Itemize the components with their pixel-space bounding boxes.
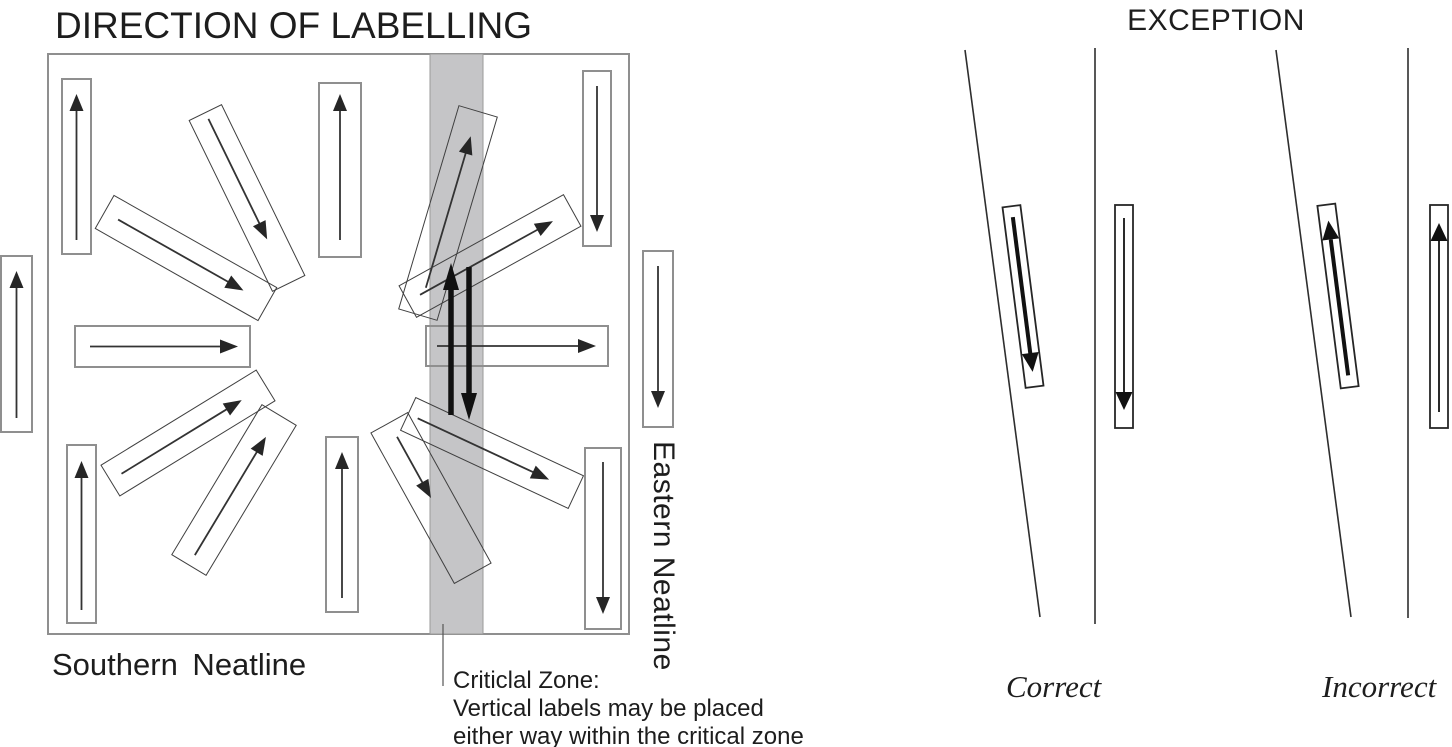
arrow-down-head <box>590 215 604 232</box>
correct-vertical-label-box <box>1114 204 1134 429</box>
horizontal-label-box-west <box>74 325 251 368</box>
page-title: DIRECTION OF LABELLING <box>55 5 532 46</box>
rotated-label-box-north-northwest <box>188 104 306 292</box>
critical-zone-stripe <box>429 53 484 635</box>
label-box-outline <box>188 104 306 292</box>
label-box-outline <box>74 325 251 368</box>
label-box-outline <box>1001 204 1045 389</box>
edge-label-box-east-outside <box>642 250 674 428</box>
rotated-label-box-south-southeast <box>370 411 492 585</box>
label-box-outline <box>370 411 492 585</box>
rotated-label-box-northwest <box>94 194 278 322</box>
vertical-label-box-south <box>325 436 359 613</box>
edge-label-box-northwest-corner <box>61 78 92 255</box>
arrow-shaft <box>1010 216 1033 355</box>
label-box-outline <box>171 404 297 576</box>
label-box-outline <box>318 82 362 258</box>
slanted-neatline-1 <box>964 49 1041 618</box>
label-box-outline <box>0 255 33 433</box>
arrow-shaft <box>1328 239 1351 376</box>
arrow-head <box>533 221 553 236</box>
arrow-head <box>252 220 268 240</box>
arrow-up-head <box>69 94 84 111</box>
edge-label-box-southeast-corner <box>584 447 622 630</box>
edge-label-box-west-outside <box>0 255 33 433</box>
critical-zone-up-arrow-icon <box>443 263 459 415</box>
critical-zone-note-line2: Vertical labels may be placed <box>453 695 764 722</box>
label-box-outline <box>66 444 97 624</box>
arrow-head <box>220 339 238 354</box>
rotated-label-box-southwest <box>100 369 276 497</box>
exception-title: EXCEPTION <box>1127 4 1305 37</box>
arrow-shaft <box>424 151 468 289</box>
critical-zone-note: Criticlal Zone: Vertical labels may be p… <box>453 667 804 747</box>
arrow-shaft <box>194 450 259 556</box>
critical-zone-down-arrow-icon <box>461 267 477 420</box>
incorrect-vertical-label-box <box>1429 204 1449 429</box>
arrow-down-head <box>1115 392 1133 410</box>
edge-label-box-southwest-corner <box>66 444 97 624</box>
incorrect-slanted-label-box <box>1316 202 1360 390</box>
arrow-down-head <box>1021 351 1039 372</box>
arrow-up-head <box>1322 220 1340 241</box>
arrow-shaft <box>419 228 540 296</box>
arrow-head <box>222 400 242 416</box>
arrow-up-head <box>335 452 349 469</box>
label-box-outline <box>94 194 278 322</box>
label-box-outline <box>61 78 92 255</box>
incorrect-label: Incorrect <box>1321 669 1438 704</box>
arrow-head <box>416 478 431 498</box>
arrow-down-head <box>461 393 477 420</box>
arrow-up-head <box>443 263 459 290</box>
critical-zone-note-line1: Criticlal Zone: <box>453 667 600 694</box>
vertical-label-box-north <box>318 82 362 258</box>
label-box-outline <box>1114 204 1134 429</box>
horizontal-label-box-east <box>425 325 609 367</box>
critical-zone-note-line3: either way within the critical zone <box>453 723 804 747</box>
label-box-outline <box>425 325 609 367</box>
label-box-outline <box>582 70 612 247</box>
arrow-down-head <box>596 597 610 614</box>
label-box-outline <box>642 250 674 428</box>
arrow-shaft <box>121 407 229 475</box>
arrow-down-head <box>651 391 665 408</box>
arrow-shaft <box>117 218 230 284</box>
arrow-shaft <box>396 436 425 485</box>
label-box-outline <box>1429 204 1449 429</box>
label-box-outline <box>1316 202 1360 390</box>
label-box-outline <box>584 447 622 630</box>
correct-slanted-label-box <box>1001 204 1045 389</box>
rotated-label-box-north-northeast <box>398 105 498 321</box>
edge-label-box-northeast-corner <box>582 70 612 247</box>
arrow-head <box>578 339 596 353</box>
label-box-outline <box>398 194 582 318</box>
label-box-outline <box>398 105 498 321</box>
arrow-shaft <box>417 417 535 474</box>
arrow-head <box>250 436 266 456</box>
southern-neatline-label: Southern Neatline <box>52 647 306 682</box>
arrow-up-head <box>1430 223 1448 241</box>
arrow-head <box>224 275 244 291</box>
arrow-up-head <box>333 94 347 111</box>
arrow-up-head <box>9 271 24 288</box>
arrow-head <box>458 136 473 156</box>
rotated-label-box-northeast <box>398 194 582 318</box>
map-frame <box>47 53 630 635</box>
arrow-head <box>529 465 550 480</box>
correct-label: Correct <box>1006 669 1103 704</box>
arrow-shaft <box>207 118 261 226</box>
slanted-neatline-2 <box>1275 49 1352 618</box>
eastern-neatline-label: Eastern Neatline <box>647 441 680 671</box>
label-box-outline <box>100 369 276 497</box>
label-box-outline <box>325 436 359 613</box>
arrow-up-head <box>74 461 89 478</box>
rotated-label-box-south-southwest <box>171 404 297 576</box>
